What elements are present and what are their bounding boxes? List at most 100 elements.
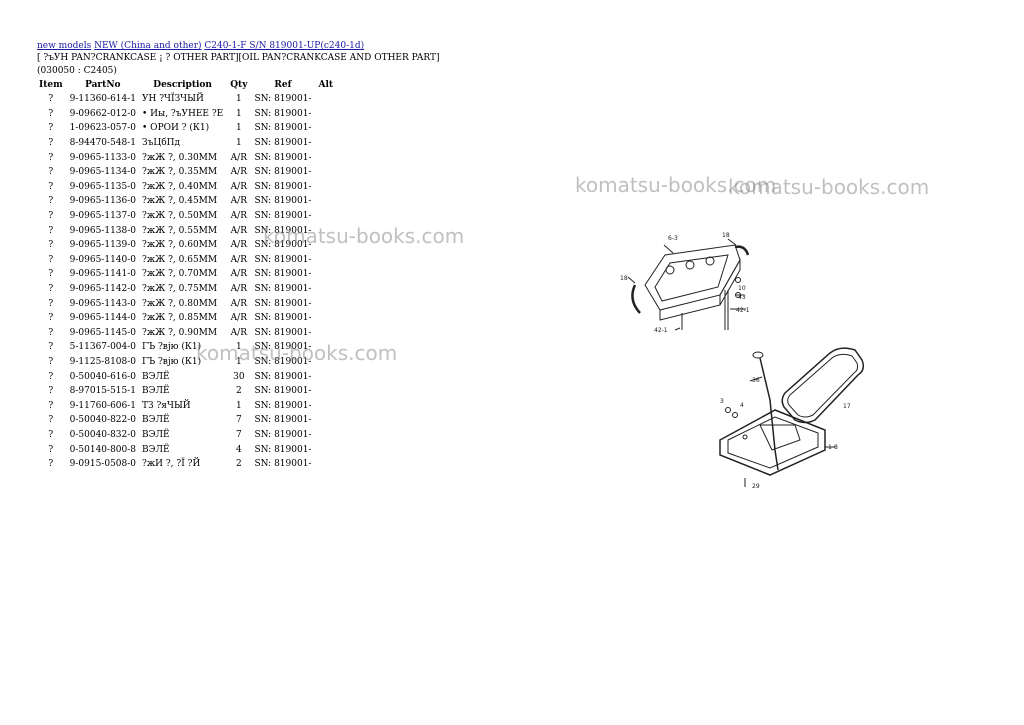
row-item-cell: ? — [48, 429, 54, 440]
row-qty-cell: 1 — [235, 94, 242, 105]
row-partno-cell: 0-50140-800-8 — [69, 444, 137, 455]
row-item-cell: ? — [48, 240, 54, 251]
column-header-partno: PartNo — [85, 80, 121, 90]
row-ref-cell: SN: 819001- — [254, 459, 312, 470]
row-description-cell: УН ?ЧЇЗЧЫЙ — [142, 94, 204, 105]
row-item-cell: ? — [48, 138, 54, 149]
row-alt-cell — [314, 398, 337, 413]
crankcase-drawing — [627, 238, 750, 331]
row-partno-cell: 9-0965-1133-0 — [69, 152, 137, 163]
row-partno-cell: 8-97015-515-1 — [69, 386, 137, 397]
row-ref-cell: SN: 819001- — [254, 196, 312, 207]
row-ref-cell: SN: 819001- — [254, 327, 312, 338]
breadcrumb-link-new-china[interactable]: NEW (China and other) — [94, 41, 202, 51]
row-alt-cell — [314, 457, 337, 472]
row-qty-cell: A/R — [230, 225, 247, 236]
row-description-cell: ТЗ ?яЧЫЙ — [142, 400, 191, 411]
breadcrumb-link-new-models[interactable]: new models — [37, 41, 92, 51]
oil-pan-drawing — [719, 407, 835, 487]
row-item-cell: ? — [48, 371, 54, 382]
row-qty-cell: A/R — [230, 211, 247, 222]
row-partno-cell: 5-11367-004-0 — [69, 342, 137, 353]
callout-label: 29 — [752, 483, 760, 490]
row-alt-cell — [314, 121, 337, 136]
row-ref-cell: SN: 819001- — [254, 181, 312, 192]
row-item-cell: ? — [48, 444, 54, 455]
row-ref-cell: SN: 819001- — [254, 400, 312, 411]
row-description-cell: ГЪ ?вјю (К1) — [142, 342, 202, 353]
column-header-ref: Ref — [274, 80, 292, 90]
row-item-cell: ? — [48, 342, 54, 353]
row-qty-cell: A/R — [230, 254, 247, 265]
row-partno-cell: 9-0965-1140-0 — [69, 254, 137, 265]
row-alt-cell — [314, 223, 337, 238]
row-alt-cell — [314, 369, 337, 384]
row-partno-cell: 9-0965-1142-0 — [69, 284, 137, 295]
row-qty-cell: 7 — [235, 429, 242, 440]
row-description-cell: ВЭЛЁ — [142, 415, 170, 426]
row-qty-cell: A/R — [230, 284, 247, 295]
callout-label: 6-3 — [668, 235, 678, 242]
row-description-cell: ВЭЛЁ — [142, 371, 170, 382]
row-partno-cell: 9-0965-1145-0 — [69, 327, 137, 338]
breadcrumb-link-model[interactable]: C240-1-F S/N 819001-UP(c240-1d) — [204, 41, 365, 51]
row-description-cell: ?жИ ?, ?Ї ?Й — [142, 459, 201, 470]
row-item-cell: ? — [48, 123, 54, 134]
row-ref-cell: SN: 819001- — [254, 298, 312, 309]
row-qty-cell: 7 — [235, 415, 242, 426]
column-header-qty: Qty — [230, 80, 248, 90]
table-header-row: Item PartNo Description Qty Ref Alt — [35, 78, 337, 92]
row-ref-cell: SN: 819001- — [254, 225, 312, 236]
row-alt-cell — [314, 136, 337, 151]
callout-label: 10 — [738, 285, 746, 292]
row-partno-cell: 9-0965-1137-0 — [69, 211, 137, 222]
row-qty-cell: A/R — [230, 327, 247, 338]
row-item-cell: ? — [48, 356, 54, 367]
callout-label: 42-1 — [654, 327, 668, 334]
row-item-cell: ? — [48, 269, 54, 280]
row-qty-cell: 30 — [233, 371, 245, 382]
row-partno-cell: 0-50040-832-0 — [69, 429, 137, 440]
row-description-cell: ?жЖ ?, 0.35ММ — [142, 167, 218, 178]
row-description-cell: ВЭЛЁ — [142, 429, 170, 440]
row-description-cell: ?жЖ ?, 0.55ММ — [142, 225, 218, 236]
row-ref-cell: SN: 819001- — [254, 123, 312, 134]
row-ref-cell: SN: 819001- — [254, 313, 312, 324]
row-qty-cell: 1 — [235, 138, 242, 149]
row-description-cell: ?жЖ ?, 0.85ММ — [142, 313, 218, 324]
row-item-cell: ? — [48, 459, 54, 470]
row-alt-cell — [314, 340, 337, 355]
row-ref-cell: SN: 819001- — [254, 152, 312, 163]
row-qty-cell: 1 — [235, 123, 242, 134]
row-item-cell: ? — [48, 254, 54, 265]
row-description-cell: ЗъЦбПд — [142, 138, 181, 149]
row-item-cell: ? — [48, 298, 54, 309]
row-ref-cell: SN: 819001- — [254, 211, 312, 222]
row-partno-cell: 0-50040-616-0 — [69, 371, 137, 382]
row-alt-cell — [314, 355, 337, 370]
row-partno-cell: 9-11360-614-1 — [69, 94, 137, 105]
row-item-cell: ? — [48, 196, 54, 207]
row-description-cell: ГЪ ?вјю (К1) — [142, 356, 202, 367]
gasket-drawing — [781, 347, 865, 424]
callout-label: 1-8 — [828, 444, 838, 451]
row-ref-cell: SN: 819001- — [254, 167, 312, 178]
row-description-cell: ?жЖ ?, 0.45ММ — [142, 196, 218, 207]
row-ref-cell: SN: 819001- — [254, 269, 312, 280]
row-qty-cell: A/R — [230, 152, 247, 163]
row-item-cell: ? — [48, 400, 54, 411]
row-item-cell: ? — [48, 152, 54, 163]
